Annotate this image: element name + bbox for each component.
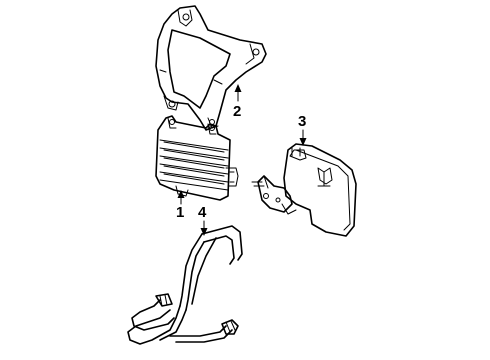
leader-4 <box>200 220 208 236</box>
leader-1 <box>177 190 185 205</box>
callout-1: 1 <box>176 204 184 221</box>
callout-4: 4 <box>198 204 207 221</box>
mounting-bracket <box>155 5 267 131</box>
leader-3 <box>299 129 307 146</box>
callout-3: 3 <box>298 113 306 130</box>
oil-cooler <box>155 115 239 201</box>
cooler-lines <box>127 225 243 345</box>
cooler-module <box>251 143 357 237</box>
leader-2 <box>234 84 242 102</box>
callout-2: 2 <box>233 103 241 120</box>
